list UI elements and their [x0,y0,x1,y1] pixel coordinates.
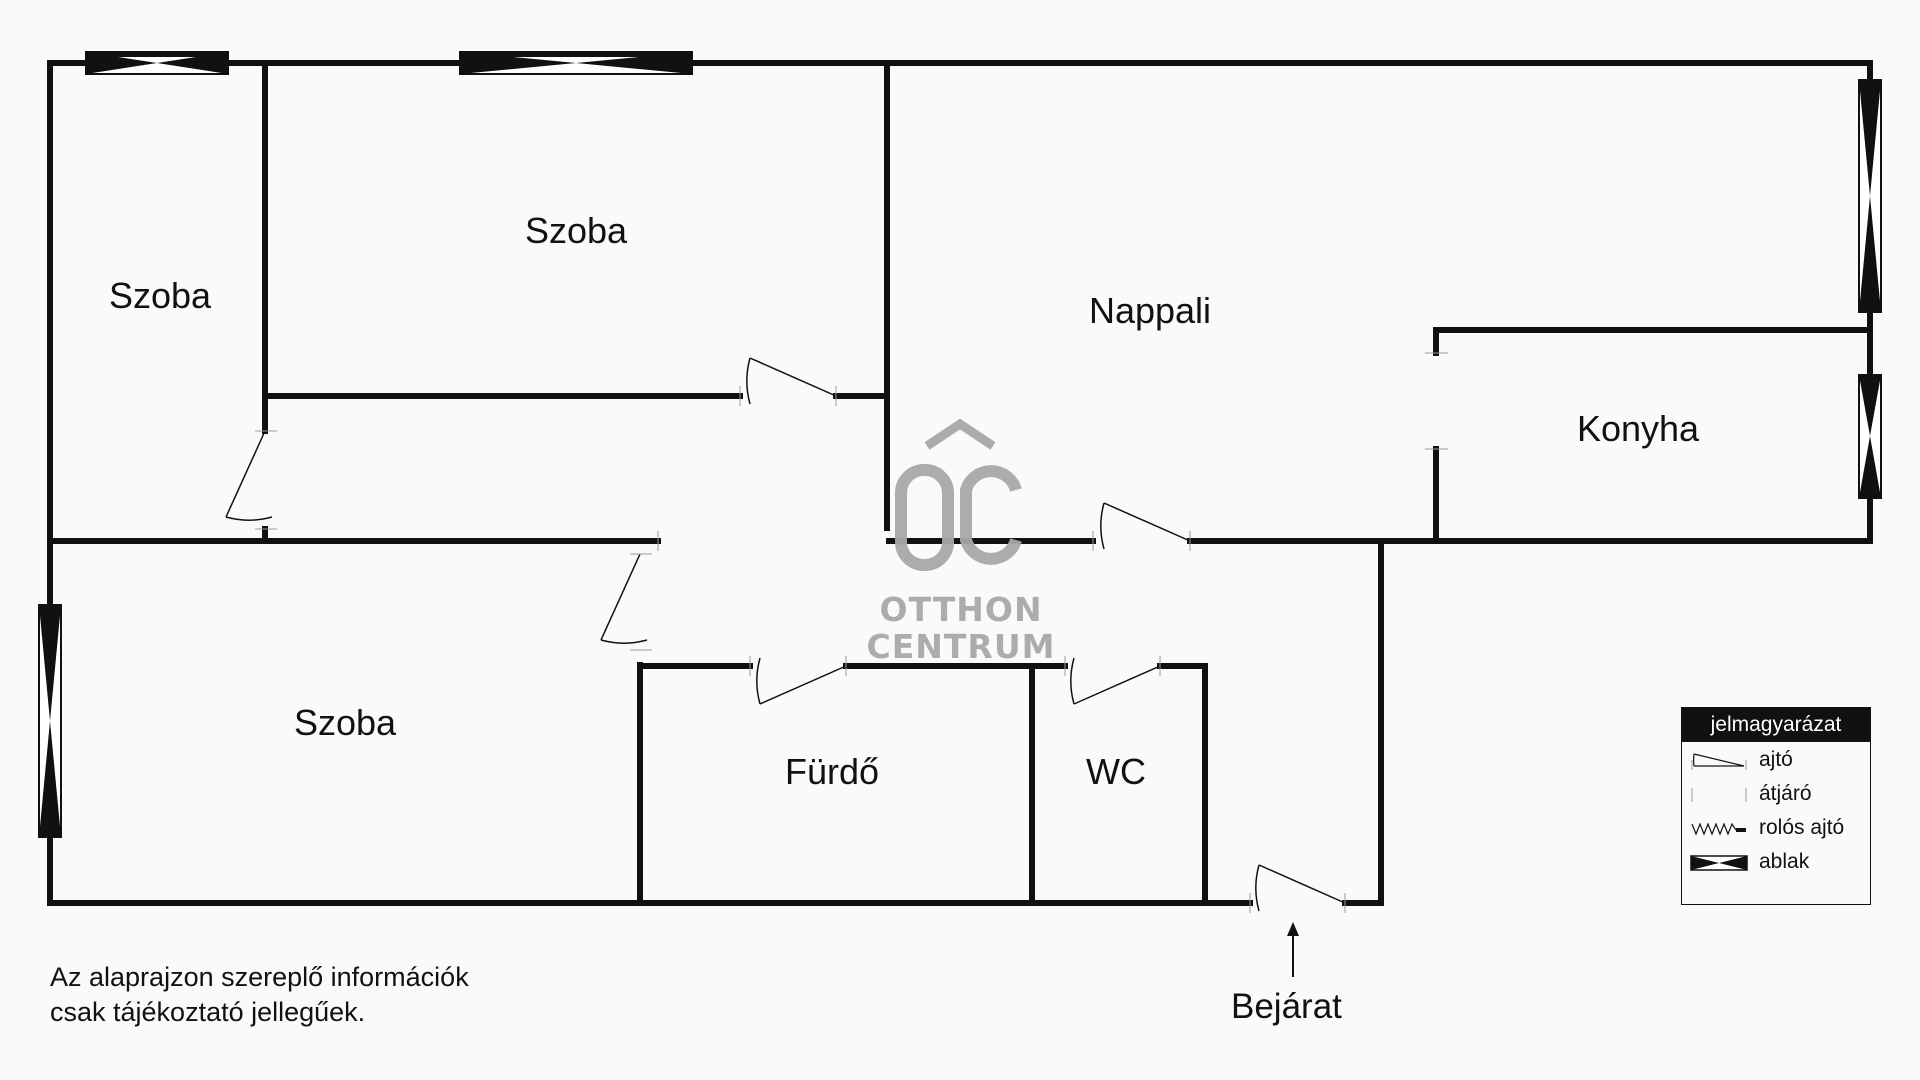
disclaimer: Az alaprajzon szereplő információk csak … [50,960,469,1030]
door-icon [600,531,659,651]
window-icon [1858,79,1882,313]
disclaimer-line-1: Az alaprajzon szereplő információk [50,962,469,992]
room-label-konyha: Konyha [1577,408,1700,449]
disclaimer-line-2: csak tájékoztató jellegűek. [50,997,366,1027]
door-icon [1249,864,1346,913]
room-label-furdo: Fürdő [785,751,879,792]
legend-item-roller-door: rolós ajtó [1682,810,1870,844]
passage-icon [1425,352,1448,450]
window-icon [1858,374,1882,499]
window-icon [1690,855,1748,871]
legend-label-roller-door: rolós ajtó [1759,816,1845,839]
legend-item-door: ajtó [1682,742,1870,776]
room-label-szoba-1: Szoba [109,275,212,316]
legend-label-door: ajtó [1759,748,1793,771]
room-label-szoba-2: Szoba [525,210,628,251]
door-icon [1691,753,1747,770]
passage-icon [1691,788,1747,802]
room-label-nappali: Nappali [1089,290,1211,331]
room-label-wc: WC [1086,751,1146,792]
door-icon [739,357,837,406]
walls [47,60,1873,906]
door-icon [749,656,847,705]
logo-line2: CENTRUM [867,627,1056,666]
legend-label-window: ablak [1759,850,1810,873]
room-labels: Szoba Szoba Nappali Konyha Szoba Fürdő W… [109,210,1700,792]
door-icon [1064,656,1161,705]
logo-line1: OTTHON [879,590,1042,629]
legend-label-passage: átjáró [1759,782,1812,805]
legend-item-passage: átjáró [1682,776,1870,810]
entrance-arrow-icon [1287,922,1299,977]
door-icon [1092,502,1191,551]
window-icon [459,51,693,75]
doors [225,352,1448,913]
room-label-szoba-3: Szoba [294,702,397,743]
legend-item-window: ablak [1682,844,1870,878]
door-icon [225,430,277,530]
window-icon [38,604,62,838]
windows [38,51,1882,838]
legend: jelmagyarázat ajtó átjáró rolós ajtó ab [1681,707,1871,905]
roller-door-icon [1691,822,1746,836]
window-icon [85,51,229,75]
otthon-centrum-logo: OTTHON CENTRUM [867,418,1056,666]
entrance-label: Bejárat [1231,987,1342,1026]
legend-title: jelmagyarázat [1682,708,1870,742]
